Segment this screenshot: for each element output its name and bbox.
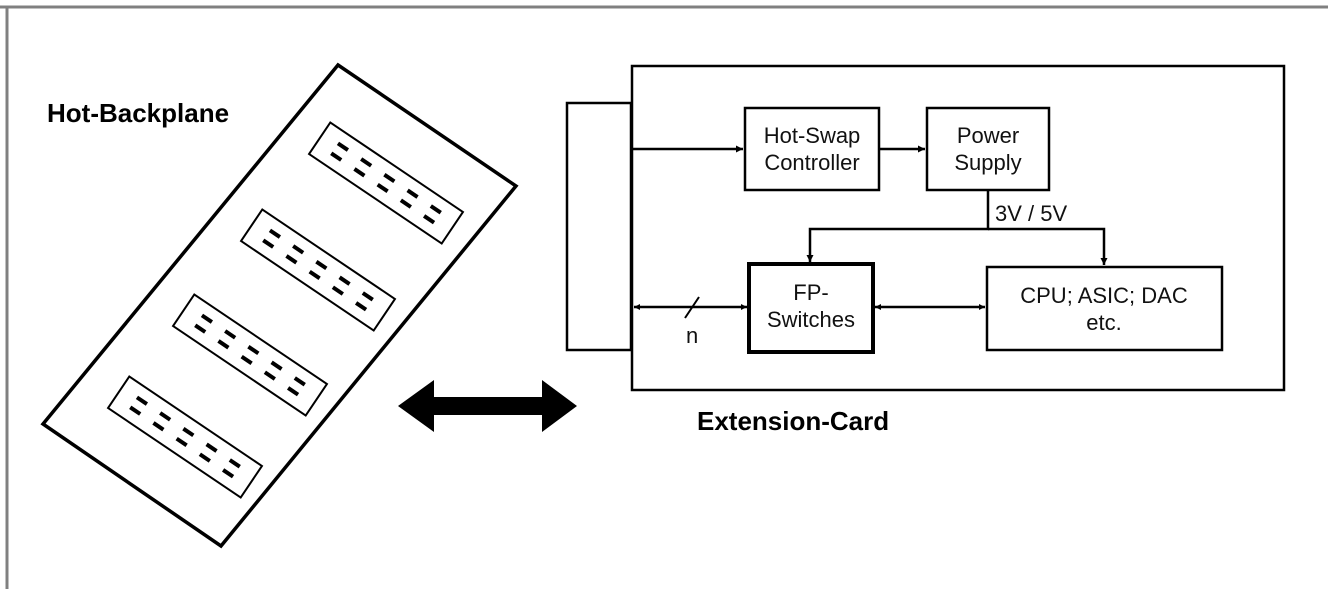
voltage-label: 3V / 5V [995, 201, 1067, 226]
fp-switches-label-line2: Switches [767, 307, 855, 332]
connector-pin [135, 395, 149, 406]
hot-swap-label-line1: Hot-Swap [764, 123, 861, 148]
connector-pin [399, 198, 412, 209]
connector-slot [106, 375, 264, 499]
connector-slot [239, 208, 397, 332]
connector-pin [224, 329, 237, 340]
connector-pin [228, 458, 241, 469]
insert-remove-arrow [398, 380, 577, 432]
backplane-connectors [106, 121, 465, 499]
power-rail-wire [806, 190, 990, 262]
connector-pin [152, 421, 165, 432]
connector-pin [247, 345, 260, 356]
connector-pin [200, 313, 214, 324]
connector-pin [383, 173, 396, 184]
cpu-asic-dac-box [985, 265, 1224, 352]
connector-pin [429, 204, 442, 215]
extension-card-label: Extension-Card [697, 406, 889, 436]
connector-pin [422, 214, 436, 225]
connector-pin [159, 411, 172, 422]
connector-pin [285, 254, 298, 265]
connector-pin [406, 188, 419, 199]
backplane-connector [171, 293, 329, 417]
power-supply-label-line2: Supply [954, 150, 1021, 175]
cpu-asic-dac-label-line2: etc. [1086, 310, 1121, 335]
power-supply-label-line1: Power [957, 123, 1019, 148]
connector-pin [308, 269, 321, 280]
power-rail-to-cpu-wire [988, 227, 1108, 265]
cpu-asic-dac-label-line1: CPU; ASIC; DAC [1020, 283, 1188, 308]
connector-pin [262, 238, 275, 249]
bus-width-label: n [686, 323, 698, 348]
connector-pin [331, 285, 344, 296]
connector-pin [240, 354, 253, 365]
fp-switches-box [747, 262, 875, 354]
connector-pin [293, 376, 306, 387]
backplane-board [40, 62, 519, 549]
connector-pin [360, 157, 373, 168]
power-supply-box [925, 106, 1051, 192]
backplane-connector [106, 375, 264, 499]
connector-pin [376, 182, 389, 193]
connector-pin [194, 323, 207, 334]
connector-pin [268, 228, 282, 239]
connector-pin [336, 141, 350, 152]
connector-slot [307, 121, 465, 245]
connector-pin [361, 291, 374, 302]
backplane-label: Hot-Backplane [47, 98, 229, 128]
fp-switches-label-line1: FP- [793, 280, 828, 305]
connector-pin [338, 275, 351, 286]
connector-pin [217, 339, 230, 350]
connector-pin [354, 301, 368, 312]
connector-pin [182, 427, 195, 438]
connector-pin [221, 468, 235, 479]
backplane-connector [239, 208, 397, 332]
hot-swap-controller-box [743, 106, 881, 192]
connector-pin [129, 405, 142, 416]
connector-pin [286, 386, 300, 397]
connector-slot [171, 293, 329, 417]
connector-pin [175, 436, 188, 447]
connector-pin [353, 167, 366, 178]
connector-pin [315, 260, 328, 271]
card-edge-connector [565, 101, 633, 352]
backplane-connector [307, 121, 465, 245]
connector-pin [292, 244, 305, 255]
connector-pin [198, 452, 211, 463]
bus-width-slash [684, 296, 700, 319]
hot-swap-label-line2: Controller [764, 150, 859, 175]
connector-pin [263, 370, 276, 381]
connector-pin [330, 151, 343, 162]
connector-pin [205, 442, 218, 453]
connector-pin [270, 360, 283, 371]
